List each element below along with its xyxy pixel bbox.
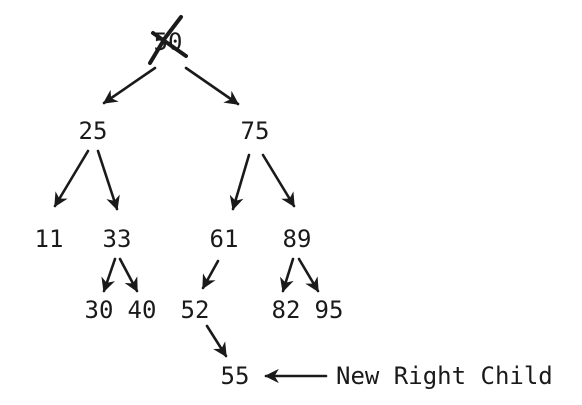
edge-50-75: [184, 66, 240, 106]
edge-75-89: [261, 153, 296, 208]
node-40: 40: [128, 296, 157, 324]
node-75: 75: [241, 117, 270, 145]
edge-89-95: [297, 257, 320, 293]
edge-61-52: [201, 259, 220, 290]
edge-52-55: [205, 324, 228, 358]
node-33: 33: [103, 225, 132, 253]
edge-33-30: [101, 257, 117, 293]
node-30: 30: [85, 296, 114, 324]
edge-50-25: [102, 66, 157, 105]
node-61: 61: [210, 225, 239, 253]
node-11: 11: [35, 225, 64, 253]
node-95: 95: [315, 296, 344, 324]
edge-89-82: [280, 257, 295, 293]
node-55: 55: [221, 362, 250, 390]
edge-25-11: [53, 149, 90, 208]
node-89: 89: [283, 225, 312, 253]
edge-75-61: [229, 153, 251, 211]
edge-33-40: [118, 257, 139, 293]
cross-out-mark: [148, 15, 188, 65]
node-82: 82: [272, 296, 301, 324]
node-52: 52: [181, 296, 210, 324]
edge-25-33: [96, 149, 120, 211]
node-25: 25: [79, 117, 108, 145]
annotation-label: New Right Child: [336, 362, 553, 390]
